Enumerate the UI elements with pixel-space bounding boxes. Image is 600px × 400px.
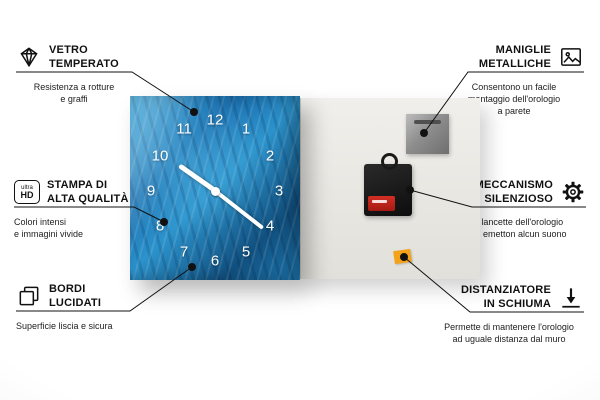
battery	[368, 196, 395, 211]
metal-hanger-plate	[406, 114, 449, 154]
clock-number: 10	[151, 147, 169, 165]
ultra-hd-icon: ultra HD	[14, 179, 40, 205]
clock-number: 12	[206, 111, 224, 129]
clock-number: 1	[241, 120, 251, 138]
picture-frame-icon	[558, 44, 584, 70]
callout-desc: Resistenza a rotture e graffi	[33, 82, 115, 105]
ultra-hd-icon-text: ultra	[21, 184, 33, 191]
layers-icon	[16, 283, 42, 309]
clock-number: 11	[176, 120, 192, 138]
callout-title: DISTANZIATORE IN SCHIUMA	[461, 283, 551, 310]
foam-spacer	[393, 248, 412, 265]
clock-number: 7	[179, 243, 189, 261]
callout-tempered-glass: VETRO TEMPERATO Resistenza a rotture e g…	[16, 42, 132, 105]
clock-number: 4	[265, 217, 275, 235]
clock-mechanism	[364, 153, 412, 216]
clock-front-view: 1 2 3 4 5 6 7 8 9 10 11 12	[130, 96, 300, 280]
clock-number: 5	[241, 243, 251, 261]
callout-desc: Permette di mantenere l'orologio ad ugua…	[444, 322, 574, 345]
callout-desc: Colori intensi e immagini vivide	[14, 217, 84, 240]
ultra-hd-icon-text: HD	[20, 189, 34, 200]
callout-title: BORDI LUCIDATI	[49, 282, 102, 309]
clock-center-cap	[211, 187, 220, 196]
callout-desc: Superficie liscia e sicura	[16, 321, 113, 331]
spacer-arrow-icon	[558, 284, 584, 310]
callout-title: STAMPA DI ALTA QUALITÀ	[47, 178, 129, 205]
clock-number: 2	[265, 147, 275, 165]
clock-number: 9	[146, 182, 156, 200]
clock-number: 3	[274, 182, 284, 200]
clock-number: 8	[155, 217, 165, 235]
clock-number: 6	[210, 252, 220, 270]
callout-foam-spacer: DISTANZIATORE IN SCHIUMA Permette di man…	[434, 282, 584, 345]
diamond-icon	[16, 44, 42, 70]
minute-hand	[214, 189, 264, 230]
callout-title: MANIGLIE METALLICHE	[478, 43, 551, 70]
callout-print-quality: ultra HD STAMPA DI ALTA QUALITÀ Colori i…	[14, 177, 134, 240]
callout-title: VETRO TEMPERATO	[49, 43, 119, 70]
clock-back-view	[300, 98, 480, 279]
callout-polished-edges: BORDI LUCIDATI Superficie liscia e sicur…	[16, 281, 130, 332]
gear-icon	[560, 179, 586, 205]
